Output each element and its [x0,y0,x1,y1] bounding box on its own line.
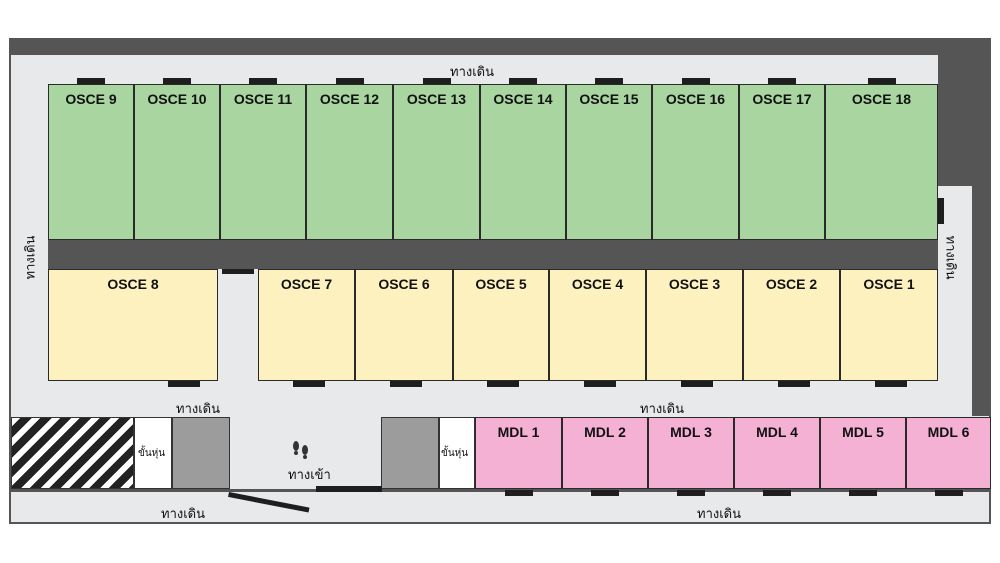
walkway-label-top: ทางเดิน [450,64,494,79]
mdl-room[interactable]: MDL 3 [648,417,734,489]
room-door[interactable] [849,490,877,496]
room-door[interactable] [677,490,705,496]
room-door[interactable] [163,78,191,84]
top-wall [9,38,991,55]
stair-area-left [134,417,172,489]
room-door[interactable] [422,78,451,84]
hatched-area [11,417,134,489]
walkway-label-bottom-left: ทางเดิน [161,506,205,521]
osce-room[interactable]: OSCE 4 [549,269,646,381]
mdl-room[interactable]: MDL 2 [562,417,648,489]
room-door[interactable] [768,78,796,84]
walkway-label-mid-left: ทางเดิน [176,401,220,416]
osce-room[interactable]: OSCE 11 [220,84,306,240]
osce-room[interactable]: OSCE 18 [825,84,938,240]
footprints-icon [293,441,308,459]
room-door[interactable] [875,381,907,387]
room-door[interactable] [292,381,325,387]
grey-block-right [381,417,439,489]
room-door[interactable] [504,490,533,496]
stair-label-left: ขั้นหุ่น [138,448,166,459]
mdl-room[interactable]: MDL 5 [820,417,906,489]
room-door[interactable] [867,78,896,84]
room-door[interactable] [335,78,364,84]
osce-room[interactable]: OSCE 13 [393,84,480,240]
room-door[interactable] [763,490,791,496]
right-wall-strip [972,186,991,416]
entrance-door-flat[interactable] [316,486,382,492]
osce-room[interactable]: OSCE 17 [739,84,825,240]
room-door[interactable] [77,78,105,84]
stair-label-right: ขั้นหุ่น [441,448,469,459]
osce-room[interactable]: OSCE 10 [134,84,220,240]
entrance-label: ทางเข้า [288,467,331,482]
osce-room[interactable]: OSCE 5 [453,269,549,381]
mdl-room[interactable]: MDL 4 [734,417,820,489]
room-door[interactable] [168,381,200,387]
bottom-wall-line [9,489,991,492]
door-right-wall[interactable] [938,198,944,224]
room-door[interactable] [390,381,422,387]
osce-room[interactable]: OSCE 14 [480,84,566,240]
osce-room[interactable]: OSCE 9 [48,84,134,240]
osce-room[interactable]: OSCE 1 [840,269,938,381]
room-door[interactable] [680,381,713,387]
room-door[interactable] [509,78,537,84]
right-wall-block [938,55,991,186]
osce-room[interactable]: OSCE 3 [646,269,743,381]
room-door[interactable] [777,381,810,387]
room-door[interactable] [934,490,963,496]
osce-room[interactable]: OSCE 6 [355,269,453,381]
osce-room[interactable]: OSCE 12 [306,84,393,240]
door-middle-wall[interactable] [222,269,254,274]
walkway-label-bottom-right: ทางเดิน [697,506,741,521]
walkway-label-mid-right: ทางเดิน [640,401,684,416]
room-door[interactable] [681,78,710,84]
room-door[interactable] [487,381,519,387]
osce-room[interactable]: OSCE 2 [743,269,840,381]
walkway-label-left: ทางเดิน [22,235,38,280]
room-door[interactable] [249,78,277,84]
middle-wall [48,239,938,269]
osce-room[interactable]: OSCE 8 [48,269,218,381]
osce-room[interactable]: OSCE 16 [652,84,739,240]
mdl-room[interactable]: MDL 6 [906,417,991,489]
stair-area-right [439,417,475,489]
room-door[interactable] [583,381,616,387]
room-door[interactable] [591,490,619,496]
mdl-room[interactable]: MDL 1 [475,417,562,489]
room-door[interactable] [595,78,623,84]
osce-room[interactable]: OSCE 7 [258,269,355,381]
osce-room[interactable]: OSCE 15 [566,84,652,240]
grey-block-left [172,417,230,489]
walkway-label-right: ทางเดิน [943,235,959,280]
